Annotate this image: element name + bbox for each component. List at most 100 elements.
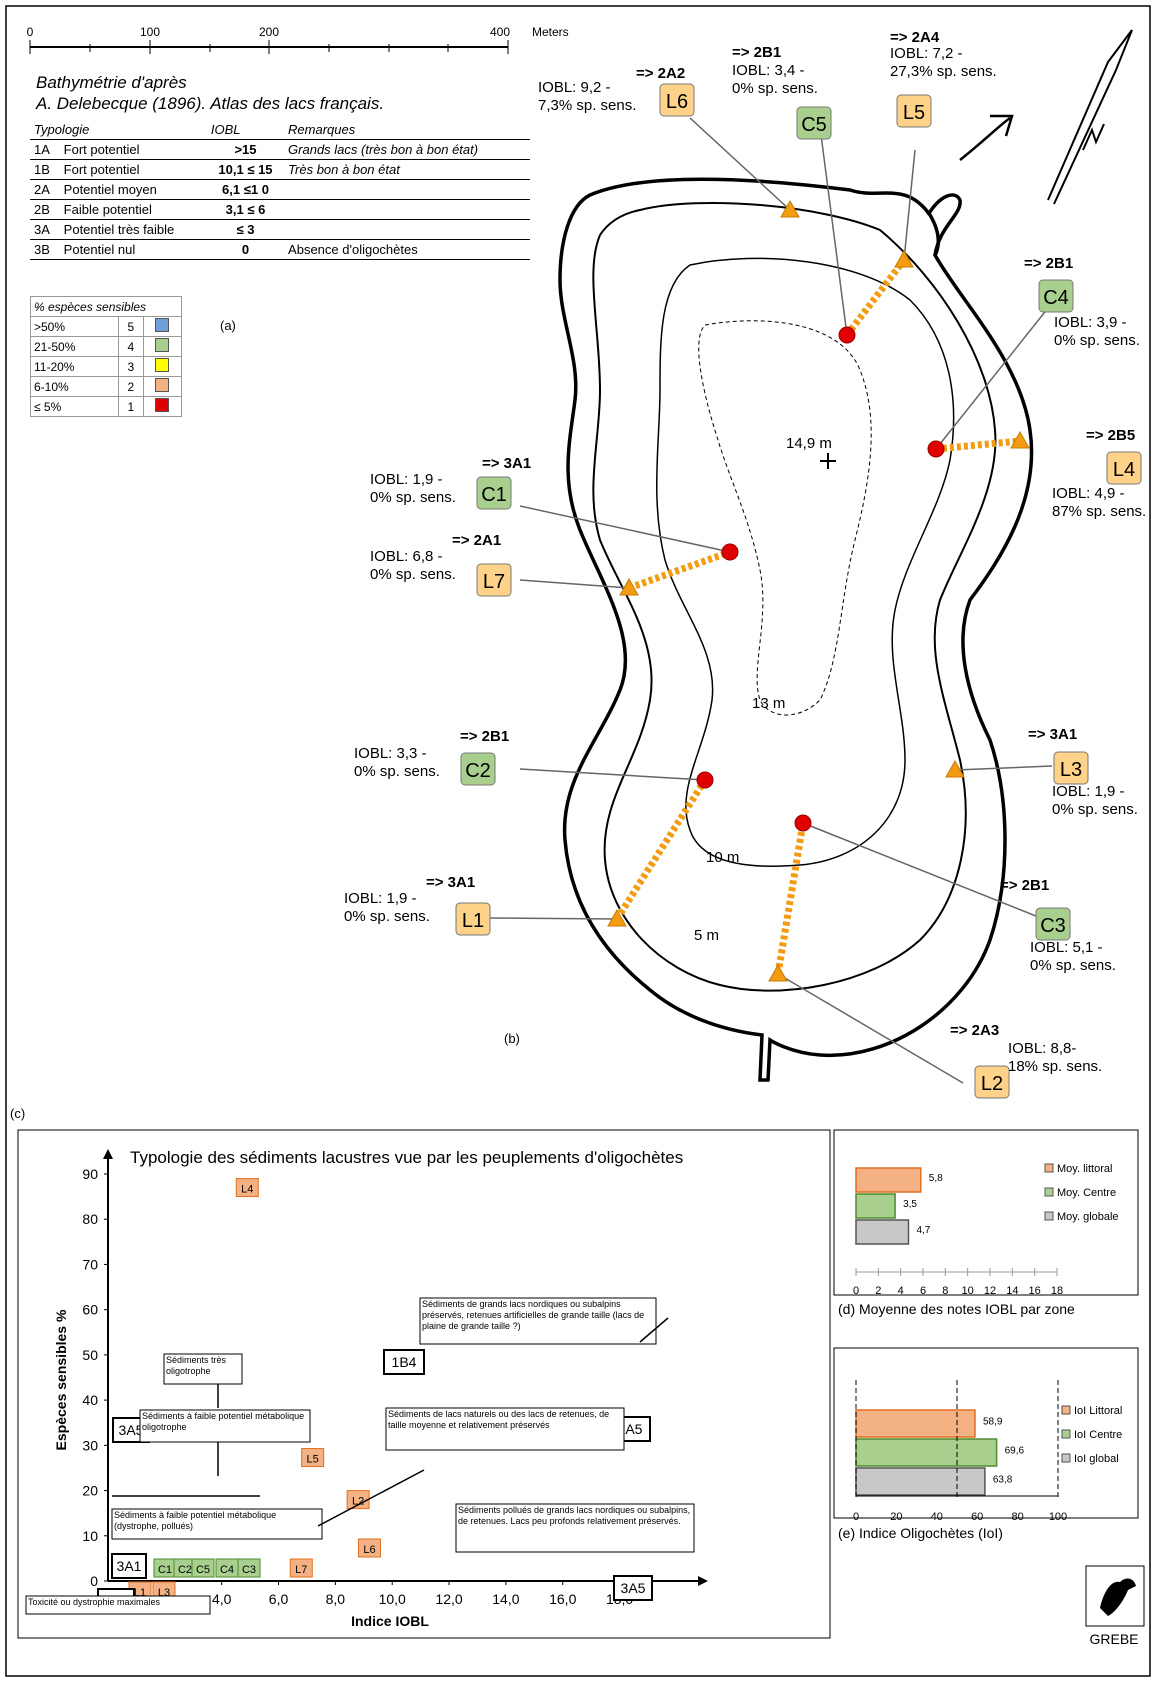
station-sensitivity: 7,3% sp. sens. — [538, 97, 636, 114]
bar-d-tick-label: 12 — [984, 1285, 996, 1297]
bar-d-tick-label: 2 — [875, 1285, 881, 1297]
station-code: => 2A4 — [890, 29, 940, 46]
station-sensitivity: 0% sp. sens. — [370, 566, 456, 583]
contour-10m — [655, 257, 955, 867]
bar-e-tick-label: 0 — [853, 1511, 859, 1523]
station-box — [1035, 907, 1071, 941]
station-id: L1 — [462, 910, 484, 932]
station-sensitivity: 0% sp. sens. — [1052, 801, 1138, 818]
legend-color-swatch — [155, 378, 170, 392]
typology-code: 2A — [30, 179, 60, 200]
legend-swatch — [1044, 1187, 1054, 1197]
outer-border — [5, 5, 1151, 1677]
legend-range: 21-50% — [30, 336, 119, 357]
scale-tick-200: 200 — [259, 25, 279, 39]
point-marker — [301, 1448, 325, 1468]
typology-remark — [284, 199, 530, 220]
bar-e-tick-label: 60 — [971, 1511, 983, 1523]
header-iobl: IOBL — [206, 120, 285, 140]
legend-row: ≤ 5%1 — [30, 396, 183, 417]
station-code: => 2B5 — [1086, 427, 1135, 444]
y-axis-arrow-icon — [103, 1149, 113, 1159]
scatter-point-l6: L6 — [357, 1538, 381, 1558]
station-iobl: IOBL: 3,9 - — [1054, 314, 1127, 331]
bar-d-tick-label: 10 — [962, 1285, 974, 1297]
scatter-point-l5: L5 — [301, 1448, 325, 1468]
legend-color-swatch — [155, 338, 170, 352]
sample-markers — [607, 199, 1030, 982]
legend-swatch — [1044, 1163, 1054, 1173]
annotation-box: Sédiments de grands lacs nordiques ou su… — [419, 1297, 657, 1345]
station-iobl: IOBL: 7,2 - — [890, 45, 963, 62]
point-label: L5 — [307, 1454, 319, 1466]
bar-value-label: 4,7 — [916, 1225, 930, 1236]
annotation-text: Sédiments pollués de grands lacs nordiqu… — [458, 1505, 691, 1526]
typology-label: Faible potentiel — [59, 199, 207, 220]
station-code: => 2A1 — [452, 532, 501, 549]
point-marker — [235, 1178, 259, 1198]
header-remarques: Remarques — [284, 120, 530, 140]
bar-value-label: 58,9 — [983, 1417, 1003, 1428]
legend-color-swatch — [155, 398, 170, 412]
station-sensitivity: 0% sp. sens. — [354, 763, 440, 780]
bar-value-label: 3,5 — [903, 1199, 917, 1210]
scatter-point-c5: C5 — [191, 1558, 215, 1578]
station-iobl: IOBL: 8,8- — [1008, 1040, 1076, 1057]
annotation-text: Sédiments de grands lacs nordiques ou su… — [422, 1299, 645, 1331]
station-sensitivity: 0% sp. sens. — [344, 908, 430, 925]
contour-5m — [592, 201, 997, 992]
scale-bar: 0 100 200 400 Meters — [27, 25, 569, 54]
point-marker — [237, 1558, 261, 1578]
bar-d-tick-label: 14 — [1006, 1285, 1018, 1297]
logo-text: GREBE — [1089, 1631, 1138, 1647]
zone-label: 1B4 — [392, 1354, 417, 1370]
littoral-sample-marker — [1010, 430, 1030, 449]
typology-iobl: 6,1 ≤1 0 — [206, 179, 285, 200]
zone-box: 3A5 — [613, 1575, 653, 1601]
legend-swatch — [1061, 1453, 1071, 1463]
legend-color-swatch — [155, 358, 170, 372]
point-label: C5 — [196, 1564, 210, 1576]
station-code: => 2B1 — [1000, 877, 1049, 894]
typology-code: 1B — [30, 159, 60, 180]
typology-code: 1A — [30, 139, 60, 160]
y-tick-label: 30 — [82, 1437, 98, 1453]
point-label: C2 — [178, 1564, 192, 1576]
x-tick-label: 12,0 — [435, 1591, 462, 1607]
bar — [855, 1467, 986, 1496]
zone-label: 3A5 — [119, 1422, 144, 1438]
lake-shoreline — [558, 177, 1034, 1082]
bar-panel-d-frame — [833, 1129, 1139, 1296]
littoral-sample-marker — [945, 759, 965, 778]
station-id: L2 — [981, 1073, 1003, 1095]
bar-legend-label: Moy. littoral — [1057, 1163, 1112, 1175]
legend-range: ≤ 5% — [30, 396, 119, 417]
typology-label: Fort potentiel — [59, 139, 207, 160]
station-id: L7 — [483, 571, 505, 593]
annotation-box: Toxicité ou dystrophie maximales — [25, 1595, 211, 1615]
bar-d-tick-label: 0 — [853, 1285, 859, 1297]
station-code: => 3A1 — [482, 455, 531, 472]
scatter-y-label: Espèces sensibles % — [53, 1309, 69, 1450]
legend-swatch — [142, 316, 183, 337]
scatter-point-c2: C2 — [173, 1558, 197, 1578]
station-box — [974, 1065, 1010, 1099]
littoral-sample-marker — [780, 199, 800, 218]
bar-e-tick-label: 100 — [1049, 1511, 1067, 1523]
bar-e-title: (e) Indice Oligochètes (IoI) — [838, 1525, 1003, 1541]
typology-remark — [284, 179, 530, 200]
x-axis-arrow-icon — [698, 1576, 708, 1586]
station-iobl: IOBL: 5,1 - — [1030, 939, 1103, 956]
scatter-title: Typologie des sédiments lacustres vue pa… — [130, 1148, 683, 1167]
legend-swatch — [142, 396, 183, 417]
